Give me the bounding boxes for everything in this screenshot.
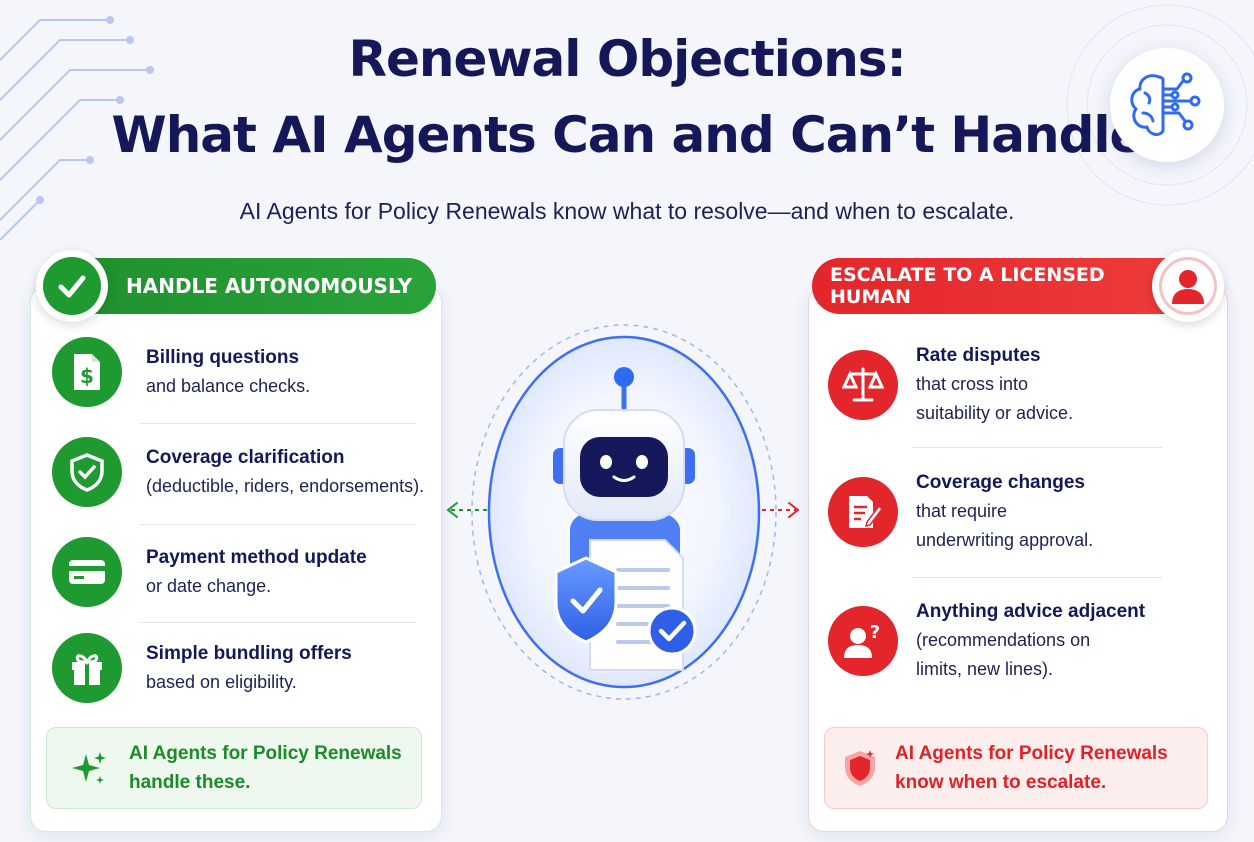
person-badge — [1152, 250, 1224, 322]
item-desc: (recommendations on — [916, 630, 1091, 650]
credit-card-icon — [52, 537, 122, 607]
footer-line2: know when to escalate. — [895, 772, 1107, 793]
check-icon — [58, 275, 86, 298]
divider — [912, 447, 1162, 448]
shield-alert-icon — [825, 748, 895, 788]
item-title: Billing questions — [146, 347, 300, 368]
brain-circuit-icon — [1110, 48, 1224, 162]
scales-icon — [828, 349, 898, 420]
list-item-billing: $ Billing questions and balance checks. — [52, 337, 310, 407]
person-question-icon: ? — [828, 605, 898, 676]
item-desc: or date change. — [146, 576, 272, 596]
item-desc: underwriting approval. — [916, 530, 1094, 550]
list-item-bundling: Simple bundling offers based on eligibil… — [52, 633, 352, 703]
item-title: Payment method update — [146, 547, 367, 568]
page-subtitle: AI Agents for Policy Renewals know what … — [239, 198, 1015, 224]
svg-text:?: ? — [870, 622, 880, 643]
item-desc: that cross into — [916, 374, 1029, 394]
gift-icon — [52, 633, 122, 703]
item-title: Simple bundling offers — [146, 643, 352, 664]
item-title: Rate disputes — [916, 345, 1041, 366]
list-item-coverage-clarification: Coverage clarification (deductible, ride… — [52, 437, 424, 507]
list-item-coverage-changes: Coverage changes that require underwriti… — [828, 468, 1093, 555]
item-desc: limits, new lines). — [916, 659, 1054, 679]
left-arrow — [446, 502, 487, 518]
list-item-payment-method: Payment method update or date change. — [52, 537, 367, 607]
page-title-line1: Renewal Objections: — [348, 30, 906, 88]
item-title: Anything advice adjacent — [916, 601, 1146, 622]
item-desc: that require — [916, 501, 1008, 521]
svg-text:$: $ — [80, 364, 94, 388]
escalate-footer-note: AI Agents for Policy Renewals know when … — [824, 727, 1208, 809]
list-item-advice-adjacent: ? Anything advice adjacent (recommendati… — [828, 597, 1145, 684]
item-title: Coverage clarification — [146, 447, 345, 468]
footer-line1: AI Agents for Policy Renewals — [129, 743, 402, 764]
handle-footer-note: AI Agents for Policy Renewals handle the… — [46, 727, 422, 809]
robot-illustration — [446, 324, 800, 700]
escalate-header: ESCALATE TO A LICENSED HUMAN — [812, 258, 1192, 314]
check-badge — [36, 250, 108, 322]
footer-line1: AI Agents for Policy Renewals — [895, 743, 1168, 764]
item-desc: based on eligibility. — [146, 672, 297, 692]
document-pen-icon — [828, 476, 898, 547]
item-title: Coverage changes — [916, 472, 1085, 493]
person-icon — [1172, 270, 1204, 304]
right-arrow — [762, 502, 800, 518]
item-desc: and balance checks. — [146, 376, 311, 396]
page-title-line2: What AI Agents Can and Can’t Handle — [111, 106, 1144, 164]
shield-check-icon — [52, 437, 122, 507]
item-desc: suitability or advice. — [916, 403, 1074, 423]
sparkle-icon — [47, 748, 129, 788]
handle-autonomously-header: HANDLE AUTONOMOUSLY — [48, 258, 436, 314]
footer-line2: handle these. — [129, 772, 251, 793]
divider — [140, 423, 416, 424]
divider — [140, 524, 416, 525]
item-desc: (deductible, riders, endorsements). — [146, 476, 425, 496]
list-item-rate-disputes: Rate disputes that cross into suitabilit… — [828, 341, 1073, 428]
divider — [140, 622, 416, 623]
invoice-dollar-icon: $ — [52, 337, 122, 407]
divider — [912, 577, 1162, 578]
